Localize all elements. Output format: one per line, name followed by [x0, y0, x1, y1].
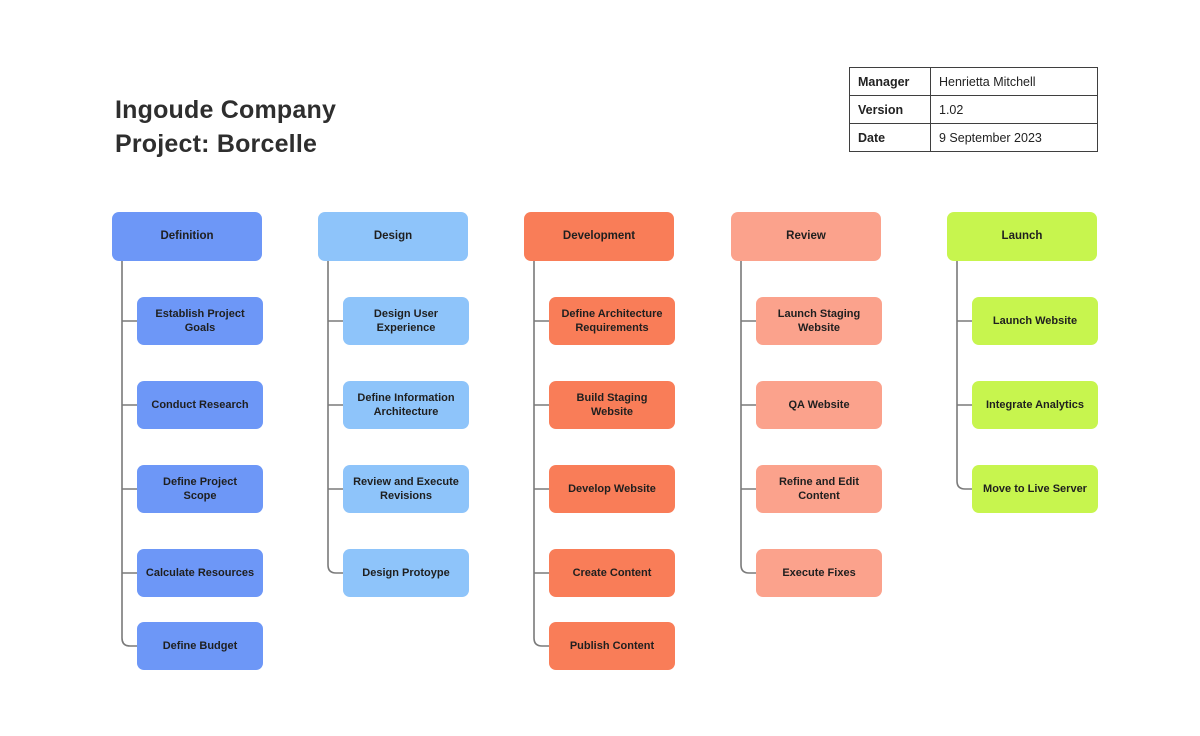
task-box-design-3: Review and Execute Revisions	[343, 465, 469, 513]
task-label: Execute Fixes	[782, 566, 856, 579]
phase-header-design: Design	[318, 212, 468, 261]
info-label-date: Date	[849, 123, 931, 152]
task-box-launch-2: Integrate Analytics	[972, 381, 1098, 429]
task-box-development-2: Build Staging Website	[549, 381, 675, 429]
info-row-date: Date 9 September 2023	[849, 123, 1098, 152]
task-label: Conduct Research	[151, 398, 249, 411]
task-label: Define Architecture Requirements	[561, 307, 663, 334]
phase-header-review: Review	[731, 212, 881, 261]
task-box-launch-1: Launch Website	[972, 297, 1098, 345]
task-label: Launch Website	[992, 314, 1078, 327]
task-box-definition-3: Define Project Scope	[137, 465, 263, 513]
task-box-definition-2: Conduct Research	[137, 381, 263, 429]
task-box-development-3: Develop Website	[549, 465, 675, 513]
task-label: Create Content	[572, 566, 652, 579]
task-label: QA Website	[788, 398, 850, 411]
task-label: Develop Website	[568, 482, 656, 495]
phase-label: Design	[373, 230, 413, 243]
task-box-definition-5: Define Budget	[137, 622, 263, 670]
page-title: Ingoude Company Project: Borcelle	[115, 93, 336, 161]
info-value-date: 9 September 2023	[930, 123, 1098, 152]
task-box-review-4: Execute Fixes	[756, 549, 882, 597]
task-label: Design Protoype	[362, 566, 450, 579]
task-box-development-5: Publish Content	[549, 622, 675, 670]
phase-header-launch: Launch	[947, 212, 1097, 261]
title-line-company: Ingoude Company	[115, 96, 337, 124]
phase-label: Development	[562, 230, 636, 243]
connector-review	[740, 261, 756, 574]
info-label-manager: Manager	[849, 67, 931, 96]
project-info-table: Manager Henrietta Mitchell Version 1.02 …	[849, 67, 1098, 152]
connector-launch	[956, 261, 972, 490]
task-box-design-1: Design User Experience	[343, 297, 469, 345]
phase-header-definition: Definition	[112, 212, 262, 261]
title-line-project: Project: Borcelle	[115, 130, 318, 158]
task-label: Establish Project Goals	[155, 307, 245, 334]
task-box-design-2: Define Information Architecture	[343, 381, 469, 429]
task-box-definition-4: Calculate Resources	[137, 549, 263, 597]
task-box-development-4: Create Content	[549, 549, 675, 597]
task-label: Refine and Edit Content	[778, 475, 860, 502]
task-label: Define Project Scope	[163, 475, 237, 502]
info-value-manager: Henrietta Mitchell	[930, 67, 1098, 96]
info-row-manager: Manager Henrietta Mitchell	[849, 67, 1098, 96]
info-label-version: Version	[849, 95, 931, 124]
task-box-development-1: Define Architecture Requirements	[549, 297, 675, 345]
task-label: Design User Experience	[373, 307, 439, 334]
connector-design	[327, 261, 343, 574]
task-label: Review and Execute Revisions	[353, 475, 459, 502]
task-box-definition-1: Establish Project Goals	[137, 297, 263, 345]
connector-definition	[121, 261, 137, 647]
task-label: Publish Content	[569, 639, 655, 652]
task-label: Build Staging Website	[576, 391, 648, 418]
phase-label: Launch	[1001, 230, 1043, 243]
task-label: Define Budget	[162, 639, 238, 652]
task-label: Integrate Analytics	[985, 398, 1084, 411]
task-label: Define Information Architecture	[357, 391, 455, 418]
phase-header-development: Development	[524, 212, 674, 261]
task-box-design-4: Design Protoype	[343, 549, 469, 597]
info-row-version: Version 1.02	[849, 95, 1098, 124]
phase-label: Review	[786, 230, 826, 243]
task-label: Move to Live Server	[983, 482, 1087, 495]
info-value-version: 1.02	[930, 95, 1098, 124]
connector-development	[533, 261, 549, 647]
task-label: Calculate Resources	[145, 566, 255, 579]
task-box-review-2: QA Website	[756, 381, 882, 429]
task-box-review-1: Launch Staging Website	[756, 297, 882, 345]
phase-label: Definition	[160, 230, 214, 243]
task-label: Launch Staging Website	[777, 307, 861, 334]
task-box-review-3: Refine and Edit Content	[756, 465, 882, 513]
task-box-launch-3: Move to Live Server	[972, 465, 1098, 513]
